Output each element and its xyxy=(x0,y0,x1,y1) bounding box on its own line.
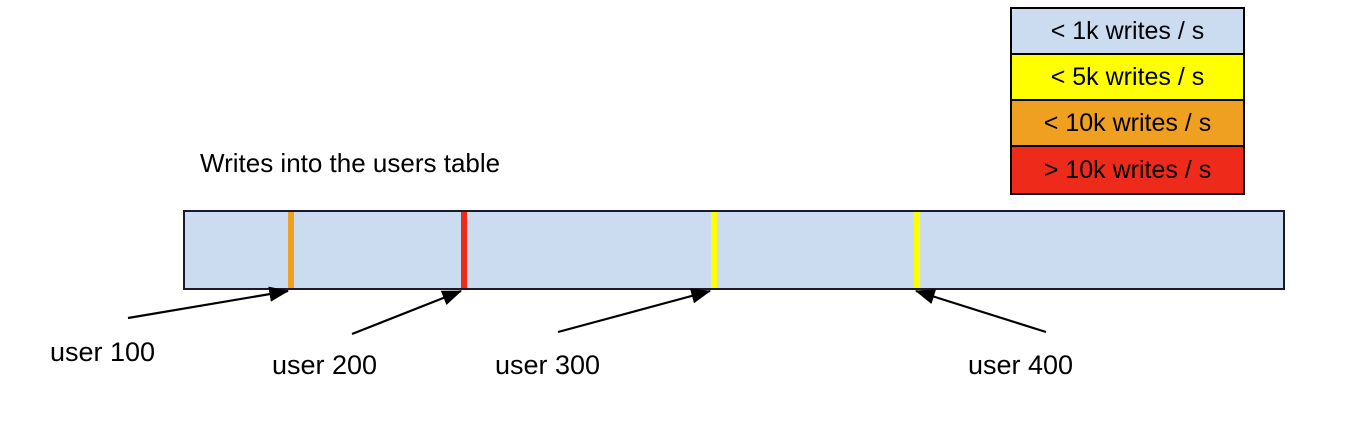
legend-item-label: > 10k writes / s xyxy=(1043,155,1212,184)
arrow-user-100 xyxy=(127,286,290,320)
hotspot-stripe-user-100 xyxy=(288,212,294,288)
legend-item-orange: < 10k writes / s xyxy=(1012,101,1243,147)
chart-title: Writes into the users table xyxy=(200,148,501,178)
hotspot-stripe-user-300 xyxy=(711,212,717,288)
legend-item-label: < 5k writes / s xyxy=(1050,62,1205,91)
legend-item-label: < 1k writes / s xyxy=(1050,16,1205,45)
legend: < 1k writes / s < 5k writes / s < 10k wr… xyxy=(1010,7,1245,195)
arrow-user-300 xyxy=(557,288,712,334)
callout-label-user-200: user 200 xyxy=(272,350,378,380)
callout-label-user-400: user 400 xyxy=(968,350,1074,380)
legend-item-blue: < 1k writes / s xyxy=(1012,9,1243,55)
arrow-user-400 xyxy=(914,289,1047,334)
callout-label-user-300: user 300 xyxy=(495,350,601,380)
hotspot-stripe-user-400 xyxy=(914,212,920,288)
users-table-band xyxy=(183,210,1285,290)
legend-item-red: > 10k writes / s xyxy=(1012,147,1243,193)
legend-item-yellow: < 5k writes / s xyxy=(1012,55,1243,101)
legend-item-label: < 10k writes / s xyxy=(1043,108,1212,137)
callout-label-user-100: user 100 xyxy=(50,337,156,367)
hotspot-stripe-user-200 xyxy=(461,212,467,288)
arrow-user-200 xyxy=(351,289,463,336)
